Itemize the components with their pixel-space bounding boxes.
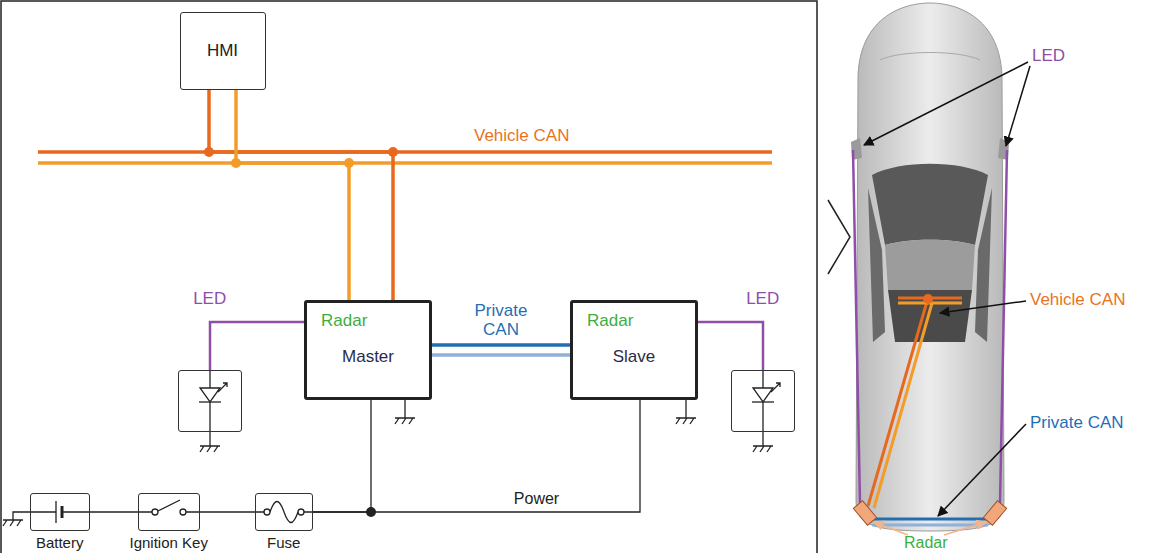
radar-master-box: RadarMaster [304, 300, 432, 400]
led-symbol [752, 370, 780, 452]
connector-label: Vehicle CAN [474, 126, 604, 145]
car-illustration [851, 3, 1009, 531]
callout-label: Radar [904, 534, 948, 552]
can-bus-high [38, 150, 772, 154]
leader-line [864, 62, 1030, 516]
wire [236, 90, 349, 300]
junction-dot [344, 158, 354, 168]
wire [432, 353, 570, 357]
fuse-symbol [255, 502, 313, 523]
wire [313, 400, 640, 512]
node-title: LED [746, 289, 779, 309]
node-title: Radar [321, 311, 367, 331]
wire [90, 511, 138, 512]
ignition-switch-symbol [138, 500, 200, 515]
wire [698, 322, 763, 370]
wire [210, 322, 304, 370]
power-wire [313, 400, 640, 512]
wire [209, 90, 393, 300]
led-wire [698, 322, 763, 370]
battery-box: Battery [30, 493, 90, 531]
led-symbol [199, 370, 227, 452]
private-can-connector [432, 345, 570, 355]
power-wire [313, 400, 376, 517]
wire [432, 343, 570, 347]
led-wire [210, 322, 304, 370]
vehicle-can-connector [204, 90, 398, 300]
zoom-wedge [828, 200, 850, 274]
ignition-key-box: Ignition Key [138, 493, 200, 531]
radar-slave-box: RadarSlave [570, 300, 698, 400]
leader-line [874, 522, 986, 535]
callout-label: Vehicle CAN [1030, 290, 1125, 309]
callout-label: LED [1032, 46, 1065, 65]
node-title: Radar [587, 311, 633, 331]
node-title: Fuse [267, 534, 300, 551]
can-bus-low [38, 161, 772, 165]
node-title: HMI [207, 41, 238, 61]
wire [313, 400, 371, 512]
wire [200, 511, 255, 512]
callout-label: Private CAN [1030, 413, 1124, 432]
connector-label: Private CAN [461, 301, 541, 339]
power-wire [90, 512, 138, 513]
connector-label: Power [502, 490, 572, 508]
junction-dot [388, 147, 398, 157]
node-title: LED [193, 289, 226, 309]
hmi-box: HMI [180, 12, 266, 90]
node-title: Ignition Key [130, 534, 208, 551]
node-subtitle: Master [342, 347, 394, 367]
junction-dot [204, 147, 214, 157]
node-title: Battery [36, 534, 84, 551]
power-wire [200, 512, 255, 513]
led-box: LED [178, 370, 242, 432]
led-box: LED [731, 370, 795, 432]
node-subtitle: Slave [613, 347, 656, 367]
battery-symbol [3, 501, 90, 526]
panel-frame [1, 1, 817, 553]
ground-symbol [395, 400, 696, 424]
junction-dot [231, 158, 241, 168]
fuse-box: Fuse [255, 493, 313, 531]
